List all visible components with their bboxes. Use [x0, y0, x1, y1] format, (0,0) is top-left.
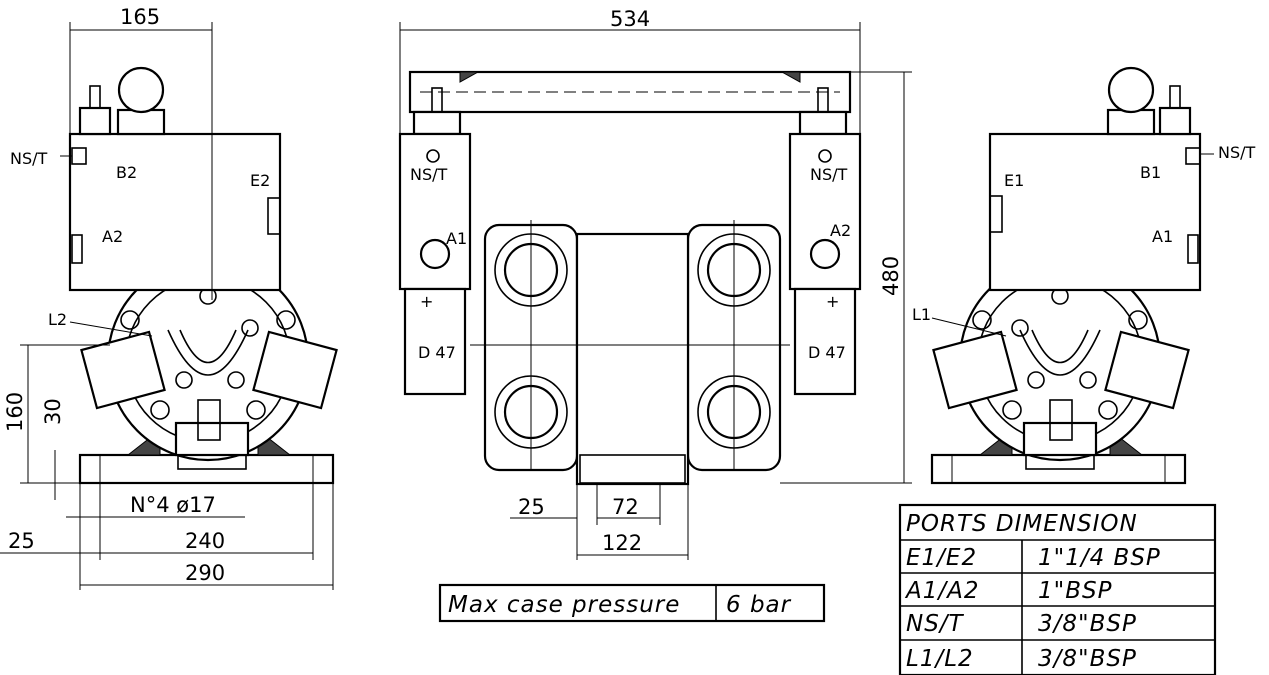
left-label-l2: L2	[48, 310, 67, 329]
ports-table-title: PORTS DIMENSION	[906, 511, 1138, 537]
dim-25-left: 25	[8, 529, 35, 553]
dim-160: 160	[3, 392, 27, 432]
left-valve-block	[68, 132, 282, 292]
left-label-ns-t: NS/T	[10, 149, 48, 168]
left-side-view: NS/T B2 E2 A2 L2 165 160 30 N°4 ø17 25 2…	[0, 5, 338, 590]
ports-dimension-table: PORTS DIMENSION E1/E2 1"1/4 BSP A1/A2 1"…	[898, 503, 1217, 675]
right-label-ns-t: NS/T	[1218, 143, 1256, 162]
pressure-value: 6 bar	[726, 592, 792, 618]
dim-30: 30	[41, 398, 65, 425]
left-cylinder-right	[252, 330, 338, 410]
left-gauge-fitting	[116, 108, 166, 136]
center-plus-left: +	[420, 292, 433, 311]
center-label-a1: A1	[446, 229, 467, 248]
ports-row-1-size: 1"BSP	[1038, 578, 1112, 604]
ports-row-3-size: 3/8"BSP	[1038, 646, 1137, 672]
dim-290: 290	[185, 561, 225, 585]
center-label-ns-t-right: NS/T	[810, 165, 848, 184]
right-label-e1: E1	[1004, 171, 1024, 190]
ports-row-1-port: A1/A2	[904, 578, 979, 604]
left-fitting-nut	[78, 106, 112, 136]
right-label-b1: B1	[1140, 163, 1161, 182]
center-label-a2: A2	[830, 221, 851, 240]
right-valve-block	[988, 132, 1202, 292]
dim-480: 480	[879, 256, 903, 296]
dim-25-center: 25	[518, 495, 545, 519]
dim-534: 534	[610, 7, 650, 31]
center-marking-left: D 47	[418, 343, 456, 362]
left-label-b2: B2	[116, 163, 137, 182]
left-label-a2: A2	[102, 227, 123, 246]
ports-row-3-port: L1/L2	[906, 646, 974, 672]
right-side-view: NS/T B1 E1 A1 L1	[912, 66, 1256, 485]
center-front-view: NS/T NS/T A1 A2 D 47 D 47 + + 534 480	[398, 7, 912, 560]
ports-row-2-size: 3/8"BSP	[1038, 611, 1137, 637]
ports-row-0-size: 1"1/4 BSP	[1038, 545, 1161, 571]
dim-122: 122	[602, 531, 642, 555]
right-label-a1: A1	[1152, 227, 1173, 246]
center-marking-right: D 47	[808, 343, 846, 362]
dim-240: 240	[185, 529, 225, 553]
center-plus-right: +	[826, 292, 839, 311]
max-case-pressure-box: Max case pressure 6 bar	[438, 583, 826, 623]
dim-72: 72	[612, 495, 639, 519]
ports-row-2-port: NS/T	[906, 611, 965, 637]
dim-hole-spec: N°4 ø17	[130, 493, 216, 517]
ports-row-0-port: E1/E2	[906, 545, 977, 571]
pressure-label: Max case pressure	[448, 592, 680, 618]
left-gauge-ball	[117, 66, 165, 114]
center-label-ns-t-left: NS/T	[410, 165, 448, 184]
dim-165: 165	[120, 5, 160, 29]
center-housing	[575, 232, 690, 486]
left-bottom-block	[174, 421, 250, 457]
right-label-l1: L1	[912, 305, 931, 324]
left-cylinder-left	[80, 330, 166, 410]
left-label-e2: E2	[250, 171, 270, 190]
